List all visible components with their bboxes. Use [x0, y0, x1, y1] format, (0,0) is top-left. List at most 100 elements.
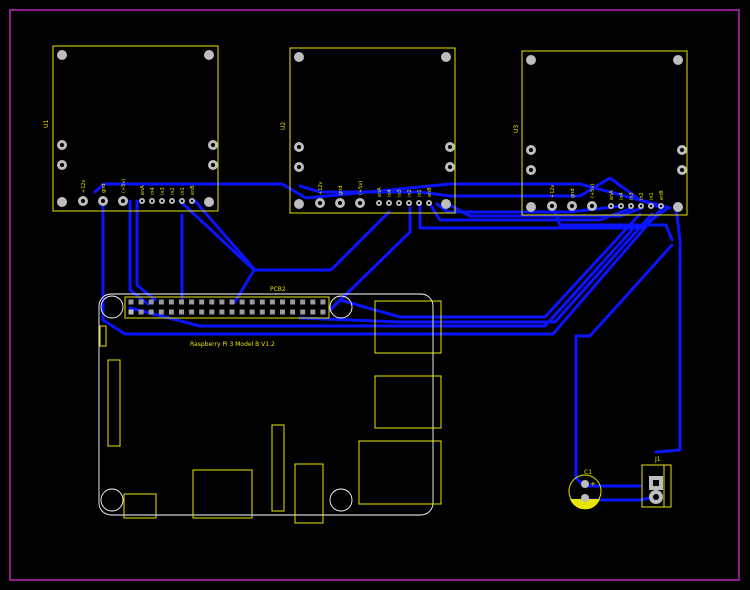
pad-hole [448, 145, 452, 149]
gpio-pin [320, 299, 326, 305]
connector-ref: J1 [654, 456, 661, 463]
gpio-pin [189, 299, 195, 305]
mount-pad [204, 197, 214, 207]
gpio-pin [249, 309, 255, 315]
gpio-header [128, 299, 326, 315]
gpio-pin [320, 309, 326, 315]
gpio-pin [168, 299, 174, 305]
gpio-pin [280, 309, 285, 315]
raspberry-pi: PCB2 Raspberry Pi 3 Model B V1.2 [98, 286, 442, 524]
pin-label: in4 [150, 187, 156, 195]
pad-hole [190, 199, 194, 203]
pin-label: +12v [550, 184, 556, 198]
trace [128, 228, 634, 328]
pad-hole [170, 199, 174, 203]
gpio-pin [249, 299, 255, 305]
pin-label: in3 [160, 187, 166, 195]
module-ref: U1 [43, 120, 50, 128]
board-edge [9, 9, 740, 581]
gpio-pin [239, 299, 245, 305]
mount-pad [204, 50, 214, 60]
mount-pad [526, 55, 536, 65]
mount-pad [673, 55, 683, 65]
gpio-pin [128, 309, 134, 315]
pad-hole [60, 143, 64, 147]
trace [446, 202, 644, 218]
pad-hole [680, 168, 684, 172]
gpio-pin [259, 309, 265, 315]
pad-hole [121, 199, 125, 203]
pin-label: in2 [170, 187, 176, 195]
pin-label: enA [140, 185, 146, 195]
gpio-pin [138, 299, 144, 305]
mount-pad [526, 202, 536, 212]
trace [298, 212, 654, 324]
pin-label: enA [609, 190, 615, 200]
pin-label: in1 [649, 192, 655, 200]
pad-hole [211, 143, 215, 147]
pad-hole [407, 201, 411, 205]
pin-label: enB [427, 187, 433, 197]
gpio-pin [199, 309, 205, 315]
gpio-pin [290, 309, 296, 315]
gpio-pin [310, 299, 316, 305]
gpio-pin [209, 299, 215, 305]
pad-hole [81, 199, 85, 203]
pad-hole [529, 168, 533, 172]
gpio-pin [269, 299, 275, 305]
pad-hole [570, 204, 574, 208]
pin-label: enB [659, 190, 665, 200]
pin-label: (+5v) [358, 181, 364, 195]
mount-pad [294, 52, 304, 62]
mount-pad [57, 50, 67, 60]
pin-label: in1 [180, 187, 186, 195]
pin-label: in4 [387, 189, 393, 197]
pad-hole [140, 199, 144, 203]
gpio-pin [148, 309, 154, 315]
gpio-pin [179, 309, 184, 315]
trace [298, 176, 664, 210]
pad-hole [448, 165, 452, 169]
gpio-pin [158, 299, 164, 305]
pad-hole [417, 201, 421, 205]
trace [418, 202, 670, 230]
pad-hole [387, 201, 391, 205]
mount-pad [441, 199, 451, 209]
pad-hole [377, 201, 381, 205]
pad-hole [211, 163, 215, 167]
trace [135, 199, 157, 302]
capacitor-polarity: + [590, 480, 596, 488]
pin-label: enB [190, 185, 196, 195]
pad-hole [101, 199, 105, 203]
gpio-pin [229, 299, 235, 305]
pin-label: in1 [417, 189, 423, 197]
gpio-pin [148, 299, 154, 305]
pad-hole [60, 163, 64, 167]
pin-label: in2 [407, 189, 413, 197]
pad-hole [629, 204, 633, 208]
module-ref: U3 [513, 125, 520, 133]
pad-hole [297, 145, 301, 149]
pin-label: in3 [397, 189, 403, 197]
trace [193, 199, 391, 272]
trace [93, 182, 672, 210]
pad-hole [180, 199, 184, 203]
gpio-pin [209, 309, 215, 315]
trace [654, 206, 682, 454]
trace [338, 212, 642, 319]
pin-label: gnd [570, 188, 576, 198]
gpio-pin [300, 299, 306, 305]
pad-hole [590, 204, 594, 208]
trace [428, 202, 634, 222]
trace [101, 199, 664, 336]
pad-hole [680, 148, 684, 152]
trace [574, 243, 674, 338]
gpio-pin [128, 299, 134, 305]
mount-pad [673, 202, 683, 212]
gpio-pin [158, 309, 164, 315]
pin-label: (+5v) [121, 179, 127, 193]
pad-hole [318, 201, 322, 205]
pin-label: in2 [639, 192, 645, 200]
gpio-pin [219, 299, 225, 305]
gpio-pin [300, 309, 306, 315]
